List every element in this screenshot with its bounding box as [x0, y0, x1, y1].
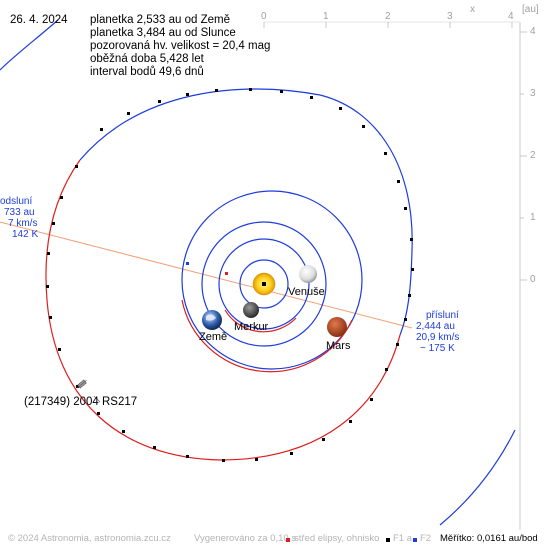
aphelion-distance: 733 au	[4, 207, 35, 218]
y-tick-0: 0	[530, 274, 536, 285]
info-magnitude: pozorovaná hv. velikost = 20,4 mag	[90, 40, 271, 52]
axis-unit-label: [au]	[522, 4, 539, 15]
x-tick-1: 1	[323, 11, 329, 22]
mars-label: Mars	[326, 340, 351, 352]
mercury-icon	[243, 302, 259, 318]
info-interval: interval bodů 49,6 dnů	[90, 66, 204, 78]
mars-orbit	[181, 190, 363, 370]
perihelion-title: přísluní	[426, 310, 459, 321]
f2-legend-dot-icon	[413, 538, 417, 542]
date-label: 26. 4. 2024	[10, 14, 68, 26]
mars-orbit-red-arc	[181, 299, 353, 373]
mercury-orbit	[239, 259, 289, 309]
footer-copyright: © 2024 Astronomia, astronomia.zcu.cz	[8, 533, 171, 544]
apsidal-line	[0, 221, 413, 329]
x-tick-2: 2	[385, 11, 391, 22]
x-tick-3: 3	[447, 11, 453, 22]
asteroid-orbit-red	[45, 159, 401, 461]
footer-center-legend: střed elipsy, ohnisko	[294, 533, 380, 544]
aphelion-title: odsluní	[0, 196, 33, 207]
jupiter-orbit-arc	[0, 19, 59, 71]
earth-label: Země	[199, 331, 228, 343]
planet-orbits	[181, 190, 363, 370]
x-tick-0: 0	[261, 11, 267, 22]
info-distance-sun: planetka 3,484 au od Slunce	[90, 27, 236, 39]
asteroid-orbit-blue	[79, 88, 413, 336]
info-period: oběžná doba 5,428 let	[90, 53, 204, 65]
perihelion-speed: 20,9 km/s	[416, 332, 460, 343]
asteroid-name-label: (217349) 2004 RS217	[24, 396, 138, 408]
aphelion-speed: 7 km/s	[8, 218, 38, 229]
aphelion-temperature: 142 K	[12, 229, 39, 240]
x-tick-4: 4	[508, 11, 514, 22]
perihelion-temperature: ~ 175 K	[420, 343, 455, 354]
venus-orbit-red-arc	[224, 309, 297, 333]
asteroid-orbit-points	[46, 88, 414, 462]
perihelion-distance: 2,444 au	[416, 321, 455, 332]
x-axis-label: x	[470, 4, 475, 15]
venus-icon	[299, 265, 317, 283]
footer-scale: Měřítko: 0,0161 au/bod	[440, 533, 538, 544]
y-axis	[519, 22, 527, 530]
mercury-label: Merkur	[234, 321, 269, 333]
y-tick-2: 2	[530, 150, 536, 161]
footer-f2-legend: F2	[420, 533, 432, 544]
outer-orbit-arc	[439, 429, 516, 526]
footer-generated: Vygenerováno za 0,10 s	[194, 533, 297, 544]
y-tick-1: 1	[530, 212, 536, 223]
footer-f1-legend: F1 a	[393, 533, 413, 544]
center-legend-dot-icon	[286, 538, 290, 542]
y-tick-3: 3	[530, 88, 536, 99]
y-tick-4: 4	[530, 26, 536, 37]
f1-legend-dot-icon	[386, 538, 390, 542]
x-axis	[263, 21, 520, 28]
venus-label: Venuše	[288, 286, 325, 298]
earth-orbit	[201, 221, 327, 347]
mars-icon	[327, 317, 347, 337]
info-distance-earth: planetka 2,533 au od Země	[90, 14, 231, 26]
venus-orbit	[218, 238, 310, 330]
asteroid-marker-icon	[77, 379, 87, 389]
